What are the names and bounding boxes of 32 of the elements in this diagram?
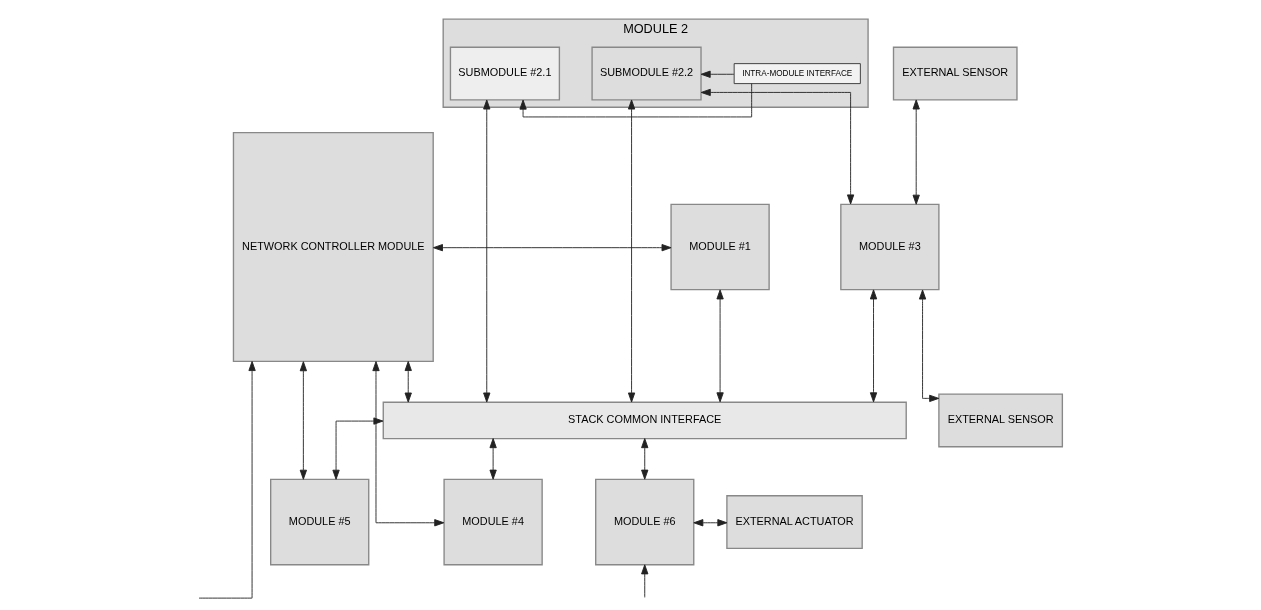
arrow [700,88,855,205]
arrow [198,361,256,599]
arrow [641,564,649,598]
node-box: MODULE #4 [443,478,543,566]
arrow [489,438,497,480]
node-box: EXTERNAL SENSOR [892,46,1018,101]
node-box: NETWORK CONTROLLER MODULE [232,131,434,363]
arrow [372,361,445,527]
arrow [912,99,920,205]
node-box: EXTERNAL ACTUATOR [726,495,863,550]
node-box: MODULE #3 [840,203,940,291]
arrow [869,289,878,403]
arrow [693,519,728,527]
node-box: MODULE #6 [595,478,695,566]
node-box: MODULE #1 [670,203,770,291]
node-box: MODULE #5 [270,478,370,566]
arrow [627,99,636,403]
arrow [700,70,735,78]
arrow [432,244,672,252]
arrow [404,361,412,403]
arrow [716,289,724,403]
node-box: EXTERNAL SENSOR [938,393,1064,448]
node-box: SUBMODULE #2.2 [591,46,702,101]
node-box: INTRA-MODULE INTERFACE [733,63,861,85]
arrow [641,438,649,480]
arrow [519,83,753,118]
arrow [483,99,491,403]
node-box: STACK COMMON INTERFACE [382,401,907,440]
arrow [918,289,940,402]
arrow [332,417,384,480]
arrow [299,361,307,480]
node-box: SUBMODULE #2.1 [449,46,561,101]
